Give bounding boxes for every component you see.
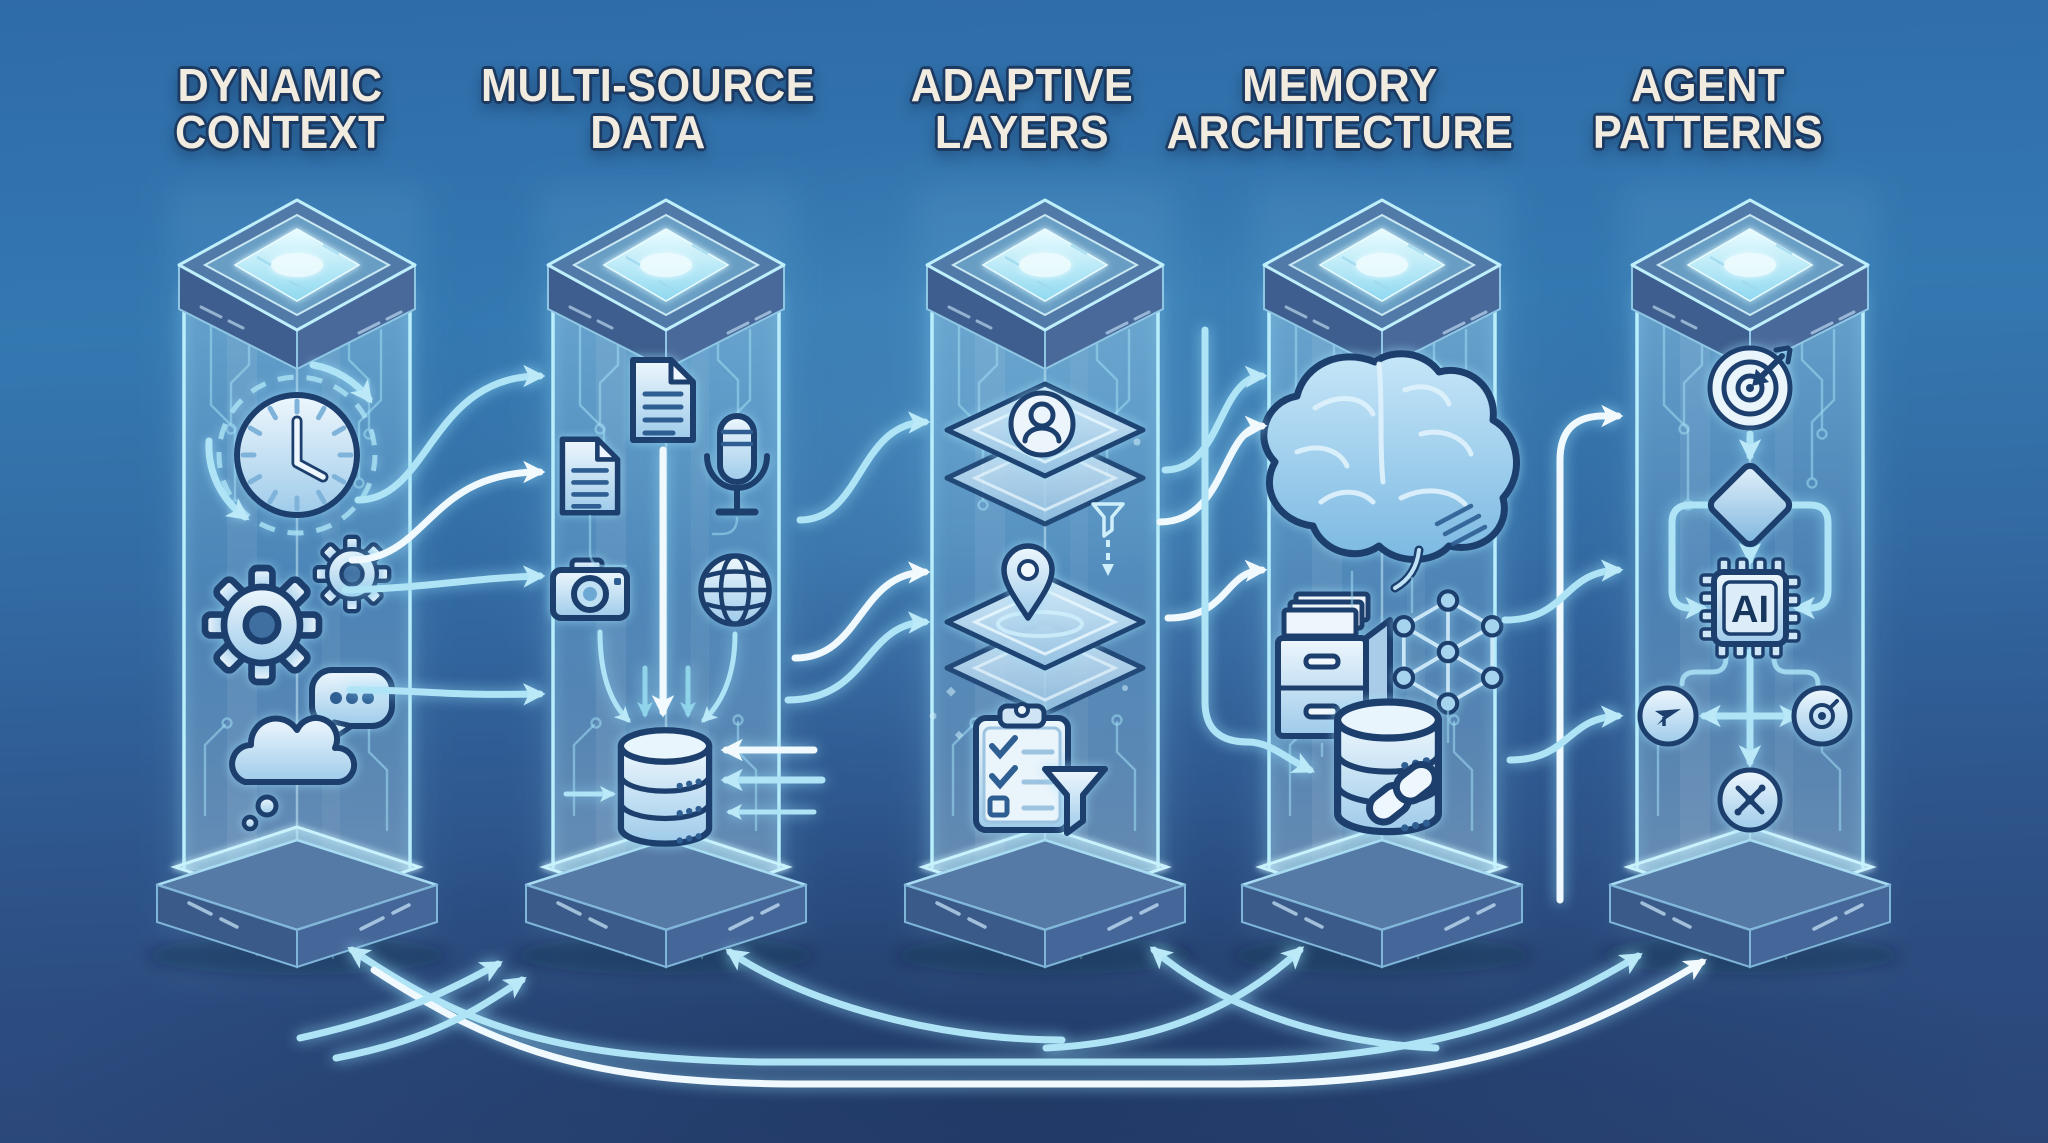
tools-node-icon: [1717, 767, 1783, 833]
flow-arrows-2-to-3: [784, 411, 931, 704]
pillar-title-agent-patterns: AGENT PATTERNS: [1593, 62, 1823, 156]
pillar-title-multi-source-data: MULTI-SOURCE DATA: [481, 62, 815, 156]
title-line: ADAPTIVE: [910, 59, 1134, 111]
avatar-icon: [1008, 390, 1076, 458]
target-node-icon: [1791, 685, 1853, 747]
decision-diamond-icon: [1707, 462, 1793, 548]
mini-funnel-icon: [1091, 502, 1125, 576]
document-icon: [562, 439, 617, 513]
flow-arrows-4-to-5: [1501, 404, 1624, 904]
gear-small-icon: [315, 537, 389, 611]
data-converge-arrows: [563, 446, 826, 821]
ai-chip-icon: AI: [1699, 557, 1801, 659]
clipboard-checklist-icon: [973, 702, 1071, 833]
brain-icon: [1260, 350, 1520, 593]
feedback-loop-arrows: [296, 946, 1707, 1088]
title-line: DYNAMIC: [177, 59, 383, 111]
pillar-memory-architecture: [1232, 185, 1532, 975]
funnel-icon: [1042, 766, 1108, 836]
title-line: LAYERS: [934, 105, 1110, 158]
title-line: MULTI-SOURCE: [481, 59, 815, 111]
pillar-agent-patterns: AI: [1600, 185, 1900, 975]
gear-large-icon: [205, 568, 319, 682]
title-line: DATA: [590, 105, 706, 158]
ai-chip-label: AI: [1731, 589, 1769, 631]
pillar-dynamic-context: [147, 185, 447, 975]
location-pin-icon: [1001, 543, 1055, 621]
send-node-icon: [1637, 685, 1699, 747]
camera-icon: [550, 557, 630, 621]
microphone-icon: [704, 413, 770, 516]
globe-icon: [698, 553, 772, 627]
pillar-title-memory-architecture: MEMORY ARCHITECTURE: [1167, 62, 1514, 156]
title-line: MEMORY: [1242, 59, 1438, 111]
glass-pillar: [1232, 185, 1532, 975]
network-graph-icon: [1392, 589, 1504, 715]
pillar-title-dynamic-context: DYNAMIC CONTEXT: [175, 62, 385, 156]
pillar-title-adaptive-layers: ADAPTIVE LAYERS: [911, 62, 1133, 156]
pillar-adaptive-layers: [895, 185, 1195, 975]
agent-flow-arrows: [1668, 430, 1832, 768]
flow-arrows-1-to-2: [341, 364, 546, 706]
document-icon: [633, 360, 693, 440]
clock-refresh-icon: [205, 361, 378, 536]
cloud-thought-icon: [229, 715, 358, 832]
title-line: ARCHITECTURE: [1166, 105, 1514, 158]
flow-arrows-3-to-4: [1156, 326, 1316, 774]
title-line: CONTEXT: [175, 105, 385, 158]
database-icon: [621, 730, 709, 843]
particle-dots: [929, 438, 1141, 740]
title-line: PATTERNS: [1592, 105, 1824, 158]
database-chain-icon: [1338, 702, 1441, 832]
target-dart-icon: [1707, 345, 1793, 431]
title-line: AGENT: [1631, 59, 1785, 111]
pillar-multi-source-data: [516, 185, 826, 975]
